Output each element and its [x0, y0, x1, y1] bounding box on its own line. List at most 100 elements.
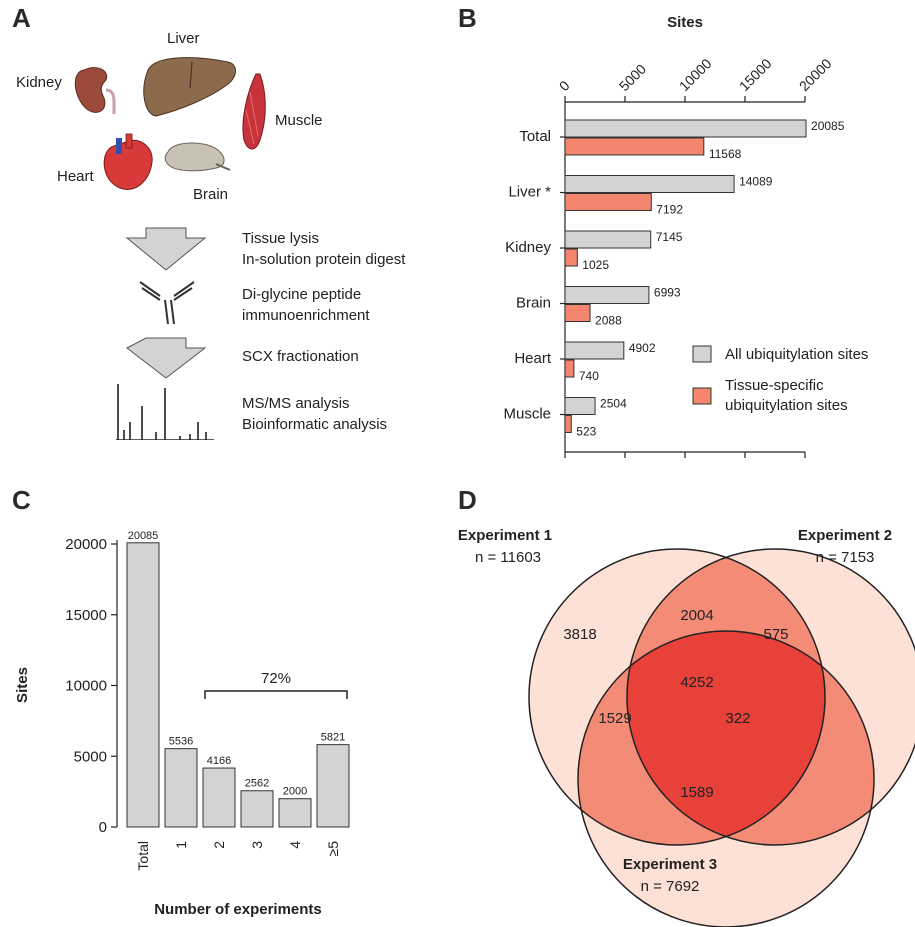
legend-label-all: All ubiquitylation sites: [725, 346, 868, 363]
bar: [240, 790, 274, 828]
legend-swatch-all: [692, 345, 712, 363]
workflow-step-lysis: Tissue lysis In-solution protein digest: [242, 230, 406, 268]
venn-count-all: 4252: [680, 674, 713, 691]
kidney-icon: [74, 67, 116, 114]
x-tick-label: 0: [556, 77, 573, 94]
category-label: Kidney: [505, 239, 551, 256]
x-axis-title: Number of experiments: [154, 901, 322, 918]
legend-swatch-tissue-specific: [692, 387, 712, 405]
panel-label-a: A: [12, 3, 31, 33]
venn-count-only-2: 575: [763, 626, 788, 643]
bar-value-label: 20085: [811, 119, 845, 133]
bar-value-label: 6993: [654, 286, 681, 300]
set-title-experiment-1: Experiment 1: [458, 527, 552, 544]
organ-label-brain: Brain: [193, 186, 229, 203]
tissue-specific-bar: [564, 415, 572, 433]
organ-label-heart: Heart: [57, 168, 94, 185]
antibody-icon: [139, 281, 195, 325]
bar: [126, 542, 160, 828]
bar: [316, 744, 350, 828]
brain-icon: [164, 142, 231, 172]
venn-outline-2: [626, 548, 915, 846]
all-sites-bar: [564, 230, 652, 249]
tissue-specific-bar: [564, 359, 575, 378]
organ-label-liver: Liver: [167, 30, 200, 47]
x-tick-label: 2: [211, 841, 227, 849]
category-label: Total: [519, 128, 551, 145]
x-tick-label: 20000: [796, 55, 835, 94]
all-sites-bar: [564, 341, 625, 360]
bar-value-label: 2088: [595, 314, 622, 328]
category-label: Liver *: [508, 184, 551, 201]
venn-overlap-all-inner: [627, 631, 825, 845]
chart-title: Sites: [667, 14, 703, 31]
tissue-specific-bar: [564, 193, 652, 211]
category-label: Brain: [516, 295, 551, 312]
bar-value-label: 4902: [629, 341, 656, 355]
tissue-specific-bar: [564, 137, 705, 156]
organ-label-kidney: Kidney: [16, 74, 62, 91]
muscle-icon: [242, 73, 266, 150]
liver-icon: [143, 57, 236, 117]
category-label: Muscle: [503, 406, 551, 423]
down-arrow-icon: [125, 227, 207, 271]
annotation-bracket: [204, 690, 348, 699]
bar-value-label: 2000: [283, 786, 307, 798]
all-sites-bar: [564, 397, 596, 415]
bar-value-label: 7145: [656, 230, 683, 244]
venn-outline-3: [577, 630, 875, 927]
bar-value-label: 5821: [321, 732, 345, 744]
x-tick-label: 1: [173, 841, 189, 849]
venn-region-all: [627, 631, 825, 845]
bar-value-label: 523: [576, 425, 596, 439]
venn-overlap-all-outer: [627, 631, 825, 845]
set-count-experiment-1: n = 11603: [475, 549, 541, 566]
venn-count-2-3: 322: [725, 710, 750, 727]
bar-value-label: 7192: [656, 203, 683, 217]
x-tick-label: 5000: [616, 61, 649, 94]
panel-label-b: B: [458, 3, 477, 33]
venn-count-only-3: 1589: [680, 784, 713, 801]
bar-value-label: 20085: [128, 530, 159, 542]
workflow-step-enrichment: Di-glycine peptide immunoenrichment: [242, 286, 370, 324]
bar-value-label: 14089: [739, 175, 773, 189]
bar: [202, 767, 236, 828]
bar-value-label: 11568: [709, 147, 742, 161]
panel-label-d: D: [458, 485, 477, 515]
y-tick-label: 15000: [65, 607, 107, 624]
legend-label-tissue-specific-2: ubiquitylation sites: [725, 397, 848, 414]
bar-value-label: 4166: [207, 755, 231, 767]
venn-count-1-3: 1529: [598, 710, 631, 727]
organ-label-muscle: Muscle: [275, 112, 323, 129]
down-arrow-icon: [126, 337, 207, 379]
tissue-specific-bar: [564, 248, 578, 267]
bar: [164, 748, 198, 828]
venn-outline-1: [528, 548, 826, 846]
set-count-experiment-2: n = 7153: [816, 549, 875, 566]
x-tick-label: 10000: [676, 55, 715, 94]
y-tick-label: 5000: [74, 748, 107, 765]
bar-value-label: 2504: [600, 397, 627, 411]
workflow-icons: [116, 227, 214, 440]
annotation-label: 72%: [261, 670, 291, 687]
y-axis-title: Sites: [14, 667, 31, 703]
x-tick-label: 4: [287, 841, 303, 849]
y-tick-label: 0: [99, 819, 107, 836]
legend-label-tissue-specific-1: Tissue-specific: [725, 377, 824, 394]
category-label: Heart: [514, 350, 552, 367]
all-sites-bar: [564, 286, 650, 304]
all-sites-bar: [564, 175, 735, 193]
workflow-step-fractionation: SCX fractionation: [242, 348, 359, 365]
heart-icon: [103, 133, 153, 190]
panel-label-c: C: [12, 485, 31, 515]
y-tick-label: 20000: [65, 536, 107, 553]
tissue-specific-bar: [564, 304, 591, 322]
mass-spectrum-icon: [116, 384, 214, 440]
workflow-step-analysis: MS/MS analysis Bioinformatic analysis: [242, 395, 388, 433]
set-title-experiment-3: Experiment 3: [623, 856, 717, 873]
bar-value-label: 1025: [582, 258, 609, 272]
organ-illustrations: [74, 57, 266, 190]
x-tick-label: ≥5: [325, 841, 341, 857]
